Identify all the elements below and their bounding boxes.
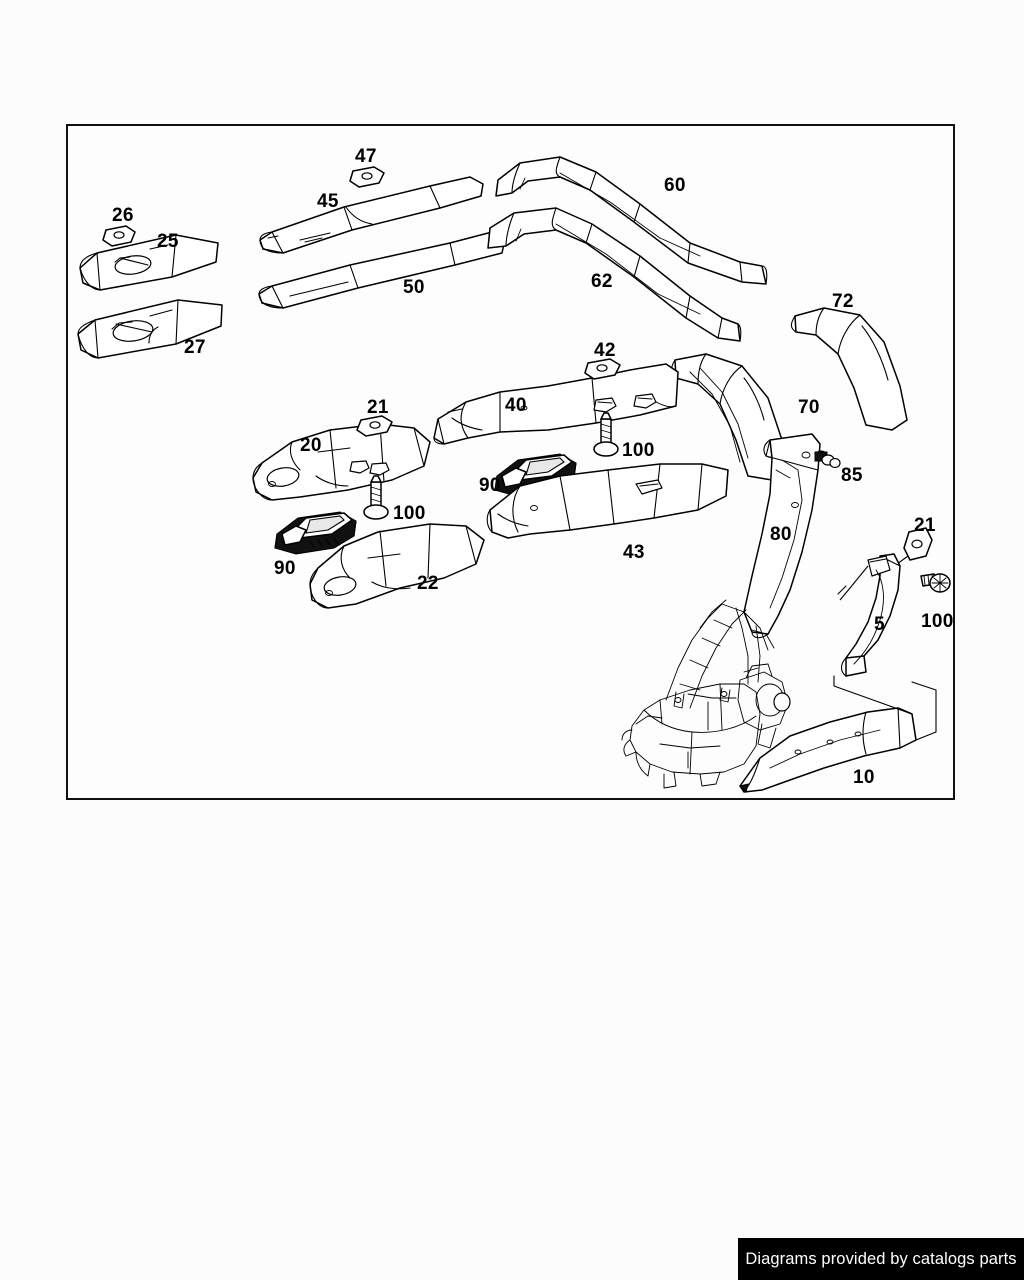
callout-70: 70 xyxy=(798,397,820,418)
callout-60: 60 xyxy=(664,175,686,196)
callout-21-right: 21 xyxy=(914,515,936,536)
watermark-banner: Diagrams provided by catalogs parts xyxy=(738,1238,1024,1280)
callout-100-upper: 100 xyxy=(622,440,655,461)
callout-90-left: 90 xyxy=(274,558,296,579)
callout-10: 10 xyxy=(853,767,875,788)
callout-62: 62 xyxy=(591,271,613,292)
callout-85: 85 xyxy=(841,465,863,486)
callout-26: 26 xyxy=(112,205,134,226)
callout-100-left: 100 xyxy=(393,503,426,524)
callout-90-right: 90 xyxy=(479,475,501,496)
callout-27: 27 xyxy=(184,337,206,358)
callout-22: 22 xyxy=(417,573,439,594)
callout-21-left: 21 xyxy=(367,397,389,418)
callout-40: 40 xyxy=(505,395,527,416)
callout-25: 25 xyxy=(157,231,179,252)
callout-50: 50 xyxy=(403,277,425,298)
callout-72: 72 xyxy=(832,291,854,312)
callout-47: 47 xyxy=(355,146,377,167)
callout-20: 20 xyxy=(300,435,322,456)
callout-42: 42 xyxy=(594,340,616,361)
watermark-text: Diagrams provided by catalogs parts xyxy=(745,1249,1017,1268)
callout-5: 5 xyxy=(874,614,885,635)
callout-45: 45 xyxy=(317,191,339,212)
diagram-frame xyxy=(66,124,955,800)
callout-100-right: 100 xyxy=(921,611,954,632)
callout-80: 80 xyxy=(770,524,792,545)
callout-43: 43 xyxy=(623,542,645,563)
